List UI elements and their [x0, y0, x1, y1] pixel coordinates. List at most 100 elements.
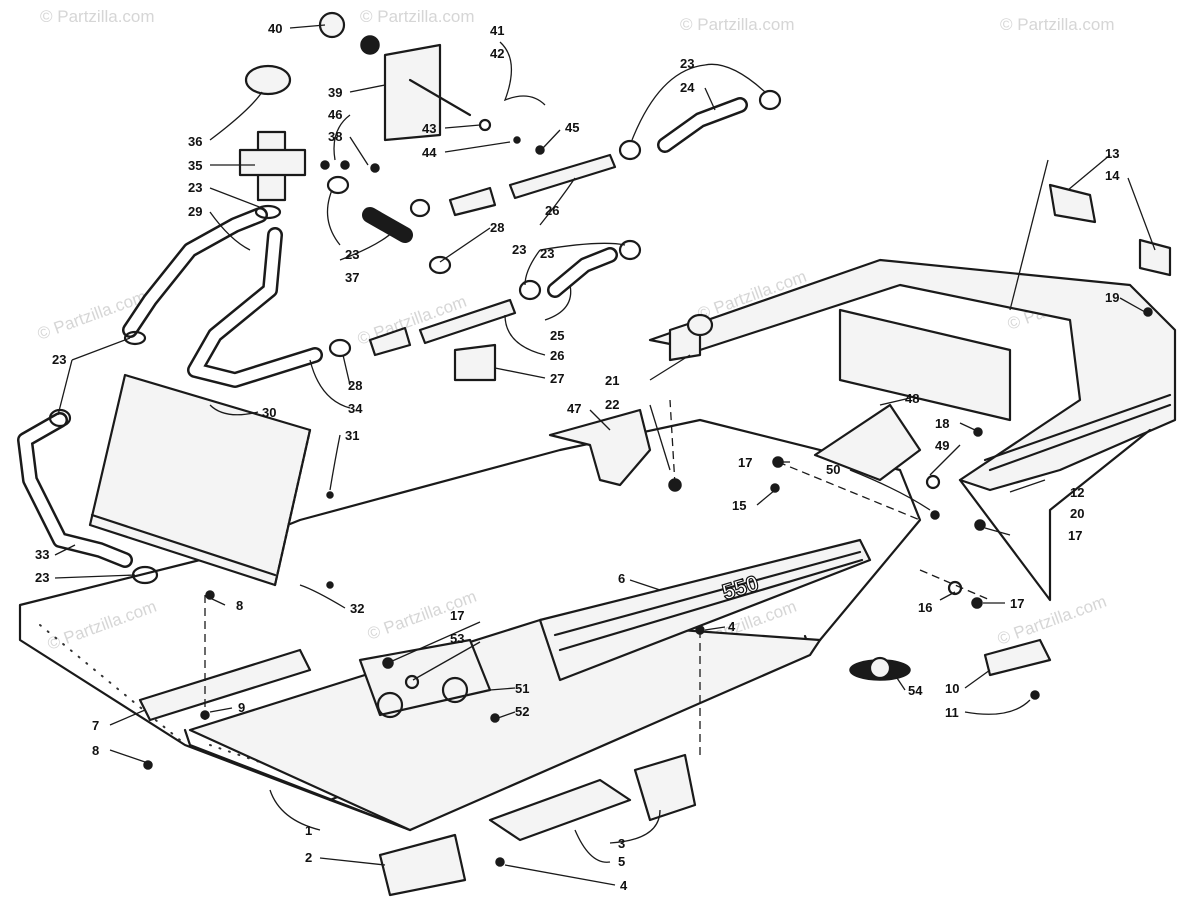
callout-40: 40	[268, 21, 282, 36]
bracket-3	[633, 753, 697, 822]
callout-21: 21	[605, 373, 619, 388]
hose-25	[547, 247, 618, 298]
callout-2: 2	[305, 850, 312, 865]
callout-30: 30	[262, 405, 276, 420]
callout-24: 24	[680, 80, 695, 95]
callout-47: 47	[567, 401, 581, 416]
plate-14	[1138, 238, 1172, 277]
callout-28: 28	[490, 220, 504, 235]
callout-53: 53	[450, 631, 464, 646]
callout-17: 17	[450, 608, 464, 623]
callout-23: 23	[188, 180, 202, 195]
callout-28: 28	[348, 378, 362, 393]
rear-frame	[648, 258, 1177, 602]
callout-45: 45	[565, 120, 579, 135]
fitting-35	[238, 130, 307, 202]
callout-3: 3	[618, 836, 625, 851]
callout-4: 4	[620, 878, 628, 893]
hose-34	[187, 227, 323, 388]
rail-7	[138, 648, 312, 722]
callout-23: 23	[540, 246, 554, 261]
callout-29: 29	[188, 204, 202, 219]
callout-14: 14	[1105, 168, 1120, 183]
callout-6: 6	[618, 571, 625, 586]
callout-42: 42	[490, 46, 504, 61]
emblem-54	[849, 656, 911, 681]
callout-23: 23	[35, 570, 49, 585]
callout-13: 13	[1105, 146, 1119, 161]
callout-8: 8	[236, 598, 243, 613]
callout-52: 52	[515, 704, 529, 719]
callout-26: 26	[545, 203, 559, 218]
hose-29	[122, 207, 268, 338]
callout-39: 39	[328, 85, 342, 100]
callout-27: 27	[550, 371, 564, 386]
callout-16: 16	[918, 600, 932, 615]
hose-37	[362, 207, 413, 243]
callout-23: 23	[52, 352, 66, 367]
fitting-21	[668, 313, 714, 362]
front-panel	[88, 373, 312, 587]
hose-33	[17, 412, 133, 568]
callout-23: 23	[680, 56, 694, 71]
plate-10	[983, 638, 1052, 677]
callout-17: 17	[738, 455, 752, 470]
plate-2	[378, 833, 467, 897]
callout-51: 51	[515, 681, 529, 696]
callout-48: 48	[905, 391, 919, 406]
callout-50: 50	[826, 462, 840, 477]
callout-17: 17	[1010, 596, 1024, 611]
callout-31: 31	[345, 428, 359, 443]
pad-5	[488, 778, 632, 842]
callout-1: 1	[305, 823, 312, 838]
side-trim: 550	[538, 538, 872, 682]
callout-7: 7	[92, 718, 99, 733]
callout-38: 38	[328, 129, 342, 144]
watermark: © Partzilla.com	[45, 597, 159, 654]
callout-23: 23	[345, 247, 359, 262]
callout-41: 41	[490, 23, 504, 38]
callout-43: 43	[422, 121, 436, 136]
callout-12: 12	[1070, 485, 1084, 500]
callout-49: 49	[935, 438, 949, 453]
callout-46: 46	[328, 107, 342, 122]
callout-20: 20	[1070, 506, 1084, 521]
watermark: © Partzilla.com	[1000, 15, 1115, 34]
floor-plate	[188, 618, 822, 832]
callout-54: 54	[908, 683, 923, 698]
cap-36	[244, 64, 292, 96]
leader-lines	[54, 24, 1156, 886]
assembly-lines	[204, 399, 991, 760]
plate-13	[1048, 183, 1097, 224]
callout-34: 34	[348, 401, 363, 416]
hose-24	[657, 97, 748, 153]
callout-15: 15	[732, 498, 746, 513]
callout-10: 10	[945, 681, 959, 696]
callout-37: 37	[345, 270, 359, 285]
callout-44: 44	[422, 145, 437, 160]
watermark: © Partzilla.com	[360, 7, 475, 26]
callout-numbers: 1 2 3 4 4 5 6 7 8 8 9 10 11 12 13 14 15 …	[35, 21, 1120, 893]
callout-35: 35	[188, 158, 202, 173]
tube-26	[418, 153, 617, 345]
callout-18: 18	[935, 416, 949, 431]
callout-22: 22	[605, 397, 619, 412]
tube-28	[368, 186, 497, 357]
callout-5: 5	[618, 854, 625, 869]
callout-23: 23	[512, 242, 526, 257]
callout-11: 11	[945, 705, 959, 720]
callout-32: 32	[350, 601, 364, 616]
bracket-47	[548, 408, 652, 487]
watermark: © Partzilla.com	[40, 7, 155, 26]
callout-17: 17	[1068, 528, 1082, 543]
tank-39	[383, 43, 472, 142]
callout-9: 9	[238, 700, 245, 715]
callout-36: 36	[188, 134, 202, 149]
gasket-27	[453, 343, 497, 382]
cap-40	[318, 11, 380, 55]
callout-26: 26	[550, 348, 564, 363]
callout-4: 4	[728, 619, 736, 634]
watermark: © Partzilla.com	[680, 15, 795, 34]
callout-8: 8	[92, 743, 99, 758]
